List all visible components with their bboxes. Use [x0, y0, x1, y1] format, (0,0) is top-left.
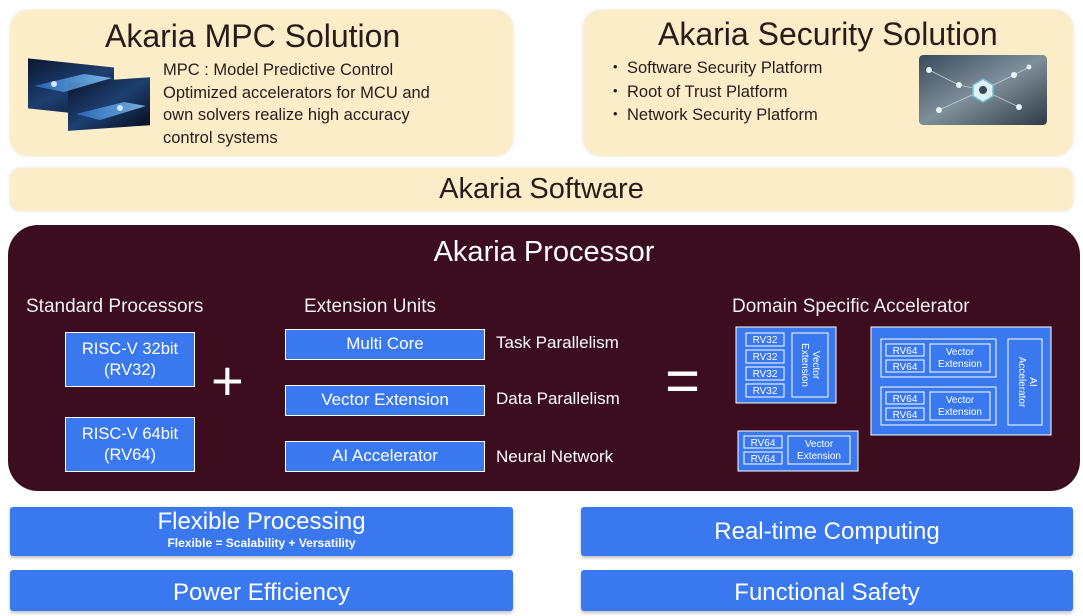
dsa-ai-label-vertical: AI [1027, 377, 1038, 386]
power-efficiency-bar: Power Efficiency [10, 570, 513, 611]
security-network-image [919, 55, 1047, 125]
software-title: Akaria Software [439, 173, 644, 205]
functional-safety-title: Functional Safety [734, 579, 920, 606]
flexible-processing-title: Flexible Processing [157, 508, 366, 535]
flexible-processing-subtitle: Flexible = Scalability + Versatility [167, 536, 356, 550]
plus-icon: + [211, 349, 244, 412]
dsa-vector-extension-vertical [791, 332, 829, 398]
dsa-rv32-label: RV32 [753, 369, 778, 380]
mpc-description: MPC : Model Predictive Control Optimized… [163, 59, 508, 149]
extension-units-heading: Extension Units [304, 296, 437, 317]
dsa-rv32-label: RV32 [753, 386, 778, 397]
dsa-ai-accelerator-vertical [1007, 338, 1043, 426]
security-item-label: Software Security Platform [627, 59, 823, 77]
neural-network-label: Neural Network [496, 447, 614, 466]
real-time-computing-bar: Real-time Computing [581, 507, 1073, 556]
standard-processors-heading: Standard Processors [26, 296, 204, 317]
processor-panel: Akaria Processor Standard Processors RIS… [8, 225, 1080, 491]
ai-accelerator-box: AI Accelerator [285, 441, 485, 472]
rv64-label: RISC-V 64bit [81, 425, 179, 443]
bullet-icon: ・ [607, 106, 624, 124]
mpc-description-line: own solvers realize high accuracy [163, 106, 410, 124]
mpc-description-line: control systems [163, 128, 278, 147]
security-item-label: Network Security Platform [627, 106, 818, 124]
flexible-processing-bar: Flexible Processing Flexible = Scalabili… [10, 507, 513, 556]
domain-specific-accelerator-heading: Domain Specific Accelerator [732, 296, 970, 317]
functional-safety-bar: Functional Safety [581, 570, 1073, 611]
dsa-rv64-vector-group [880, 386, 997, 426]
dsa-rv64-label: RV64 [893, 362, 918, 373]
domain-specific-accelerator-diagram: RV32 RV32 RV32 RV32 RV64 RV64 RV64 RV64 … [735, 326, 1052, 472]
dsa-vector-extension-box [929, 343, 991, 373]
dsa-rv64-label: RV64 [893, 394, 918, 405]
dsa-rv64-label: RV64 [751, 438, 776, 449]
mpc-solution-panel: Akaria MPC Solution MPC : Model Predicti… [10, 10, 513, 156]
equals-icon: = [665, 347, 701, 414]
dsa-rv64-chip [743, 435, 783, 449]
dsa-block-rv64-ai [870, 326, 1052, 436]
processor-title: Akaria Processor [433, 236, 655, 268]
vector-extension-box: Vector Extension [285, 385, 485, 416]
mpc-illustration-image [28, 58, 150, 131]
security-solution-title: Akaria Security Solution [658, 16, 998, 52]
real-time-computing-title: Real-time Computing [714, 518, 940, 545]
dsa-accelerator-label-vertical: Accelerator [1016, 357, 1027, 408]
mpc-description-line: MPC : Model Predictive Control [163, 61, 394, 79]
rv32-processor-box: RISC-V 32bit (RV32) [65, 332, 195, 387]
dsa-rv64-label: RV64 [893, 410, 918, 421]
bullet-icon: ・ [607, 82, 624, 101]
rv32-label: RISC-V 32bit [81, 340, 179, 358]
dsa-extension-label: Extension [797, 451, 841, 462]
rv64-processor-box: RISC-V 64bit (RV64) [65, 417, 195, 472]
bullet-icon: ・ [607, 59, 624, 77]
dsa-extension-label-vertical: Extension [799, 343, 810, 387]
dsa-rv64-chip [885, 359, 925, 373]
dsa-vector-label-vertical: Vector [810, 351, 821, 380]
dsa-rv32-chip [745, 366, 785, 381]
dsa-rv32-chip [745, 332, 785, 347]
mpc-solution-title: Akaria MPC Solution [105, 18, 401, 54]
dsa-vector-label: Vector [946, 395, 975, 406]
security-platform-list: ・Software Security Platform ・Root of Tru… [607, 57, 822, 128]
dsa-vector-label: Vector [805, 439, 834, 450]
dsa-rv64-vector-group [880, 338, 997, 378]
dsa-rv32-chip [745, 349, 785, 364]
dsa-rv64-chip [743, 451, 783, 465]
dsa-vector-label: Vector [946, 347, 975, 358]
dsa-extension-label: Extension [938, 407, 982, 418]
rv32-sublabel: (RV32) [104, 361, 156, 379]
security-list-item: ・Root of Trust Platform [607, 81, 822, 105]
dsa-block-rv32-vector [735, 326, 837, 404]
dsa-vector-extension-box [787, 435, 851, 465]
dsa-rv64-chip [885, 343, 925, 357]
security-list-item: ・Network Security Platform [607, 104, 822, 128]
dsa-extension-label: Extension [938, 359, 982, 370]
dsa-rv64-label: RV64 [893, 346, 918, 357]
multi-core-box: Multi Core [285, 329, 485, 360]
dsa-rv32-chip [745, 383, 785, 398]
security-list-item: ・Software Security Platform [607, 57, 822, 81]
security-solution-panel: Akaria Security Solution ・Software Secur… [583, 10, 1073, 156]
mpc-description-line: Optimized accelerators for MCU and [163, 83, 430, 102]
dsa-rv64-chip [885, 407, 925, 421]
data-parallelism-label: Data Parallelism [496, 389, 620, 408]
rv64-sublabel: (RV64) [104, 446, 156, 464]
security-item-label: Root of Trust Platform [627, 82, 788, 101]
dsa-vector-extension-box [929, 391, 991, 421]
task-parallelism-label: Task Parallelism [496, 333, 619, 352]
dsa-rv32-label: RV32 [753, 335, 778, 346]
dsa-rv64-label: RV64 [751, 454, 776, 465]
dsa-rv64-chip [885, 391, 925, 405]
power-efficiency-title: Power Efficiency [173, 579, 350, 606]
dsa-rv32-label: RV32 [753, 352, 778, 363]
software-bar: Akaria Software [10, 168, 1073, 211]
